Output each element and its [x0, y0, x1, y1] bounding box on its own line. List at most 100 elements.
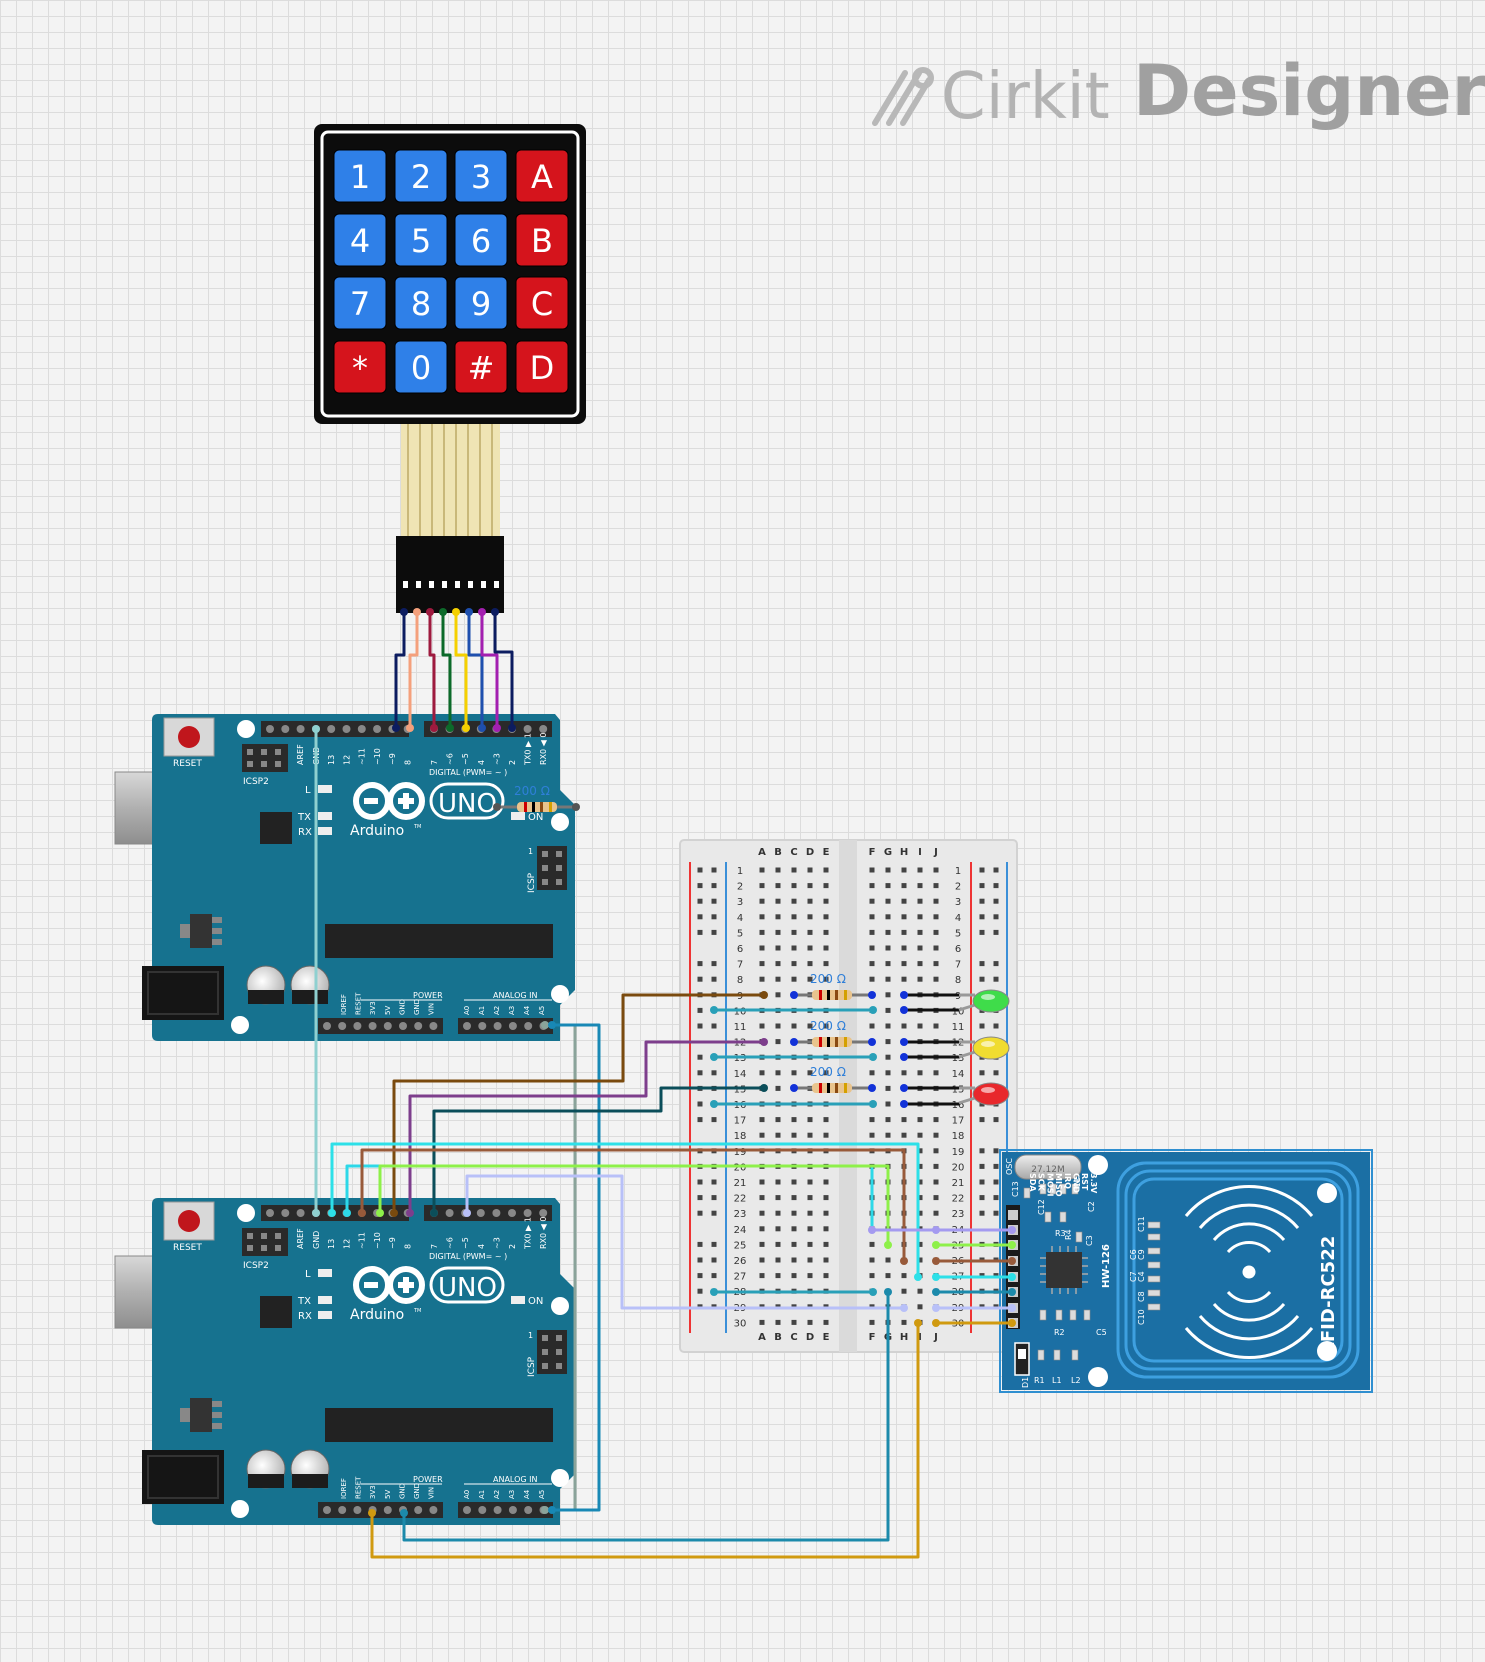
row-number-left: 10 — [734, 1006, 747, 1017]
keypad-key-label: # — [468, 349, 495, 387]
wire-endpoint — [900, 1257, 908, 1265]
keypad-key-label: 9 — [471, 285, 491, 323]
keypad-key-label: 7 — [350, 285, 370, 323]
column-label: D — [806, 1332, 814, 1343]
wire-endpoint — [900, 1006, 908, 1014]
column-label: H — [900, 1332, 908, 1343]
keypad-key-label: A — [531, 158, 553, 196]
power-pin — [414, 1022, 423, 1030]
brand-logo: Cirkit Designer — [872, 50, 1485, 134]
wire-endpoint — [446, 724, 454, 732]
pin-label-digital: 13 — [327, 755, 336, 765]
pin-label-power: 5V — [384, 1006, 392, 1015]
row-number-left: 1 — [737, 866, 743, 877]
pin-label-digital: 2 — [508, 760, 517, 765]
power-header — [318, 1502, 443, 1518]
wire-endpoint — [343, 1209, 351, 1217]
wire-endpoint — [368, 1509, 376, 1517]
icsp2-pin — [247, 761, 253, 767]
icsp-pin — [556, 1349, 562, 1355]
icsp-pin — [556, 1335, 562, 1341]
rfid-pin-label: MISO — [1054, 1173, 1063, 1197]
row-number-left: 5 — [737, 928, 743, 939]
digital-pin — [523, 1209, 532, 1217]
reset-label: RESET — [173, 759, 202, 769]
column-label: H — [900, 847, 908, 858]
keypad-key-label: 6 — [471, 222, 491, 260]
icsp2-pin — [261, 1233, 267, 1239]
led-highlight — [981, 1087, 995, 1093]
wire-endpoint — [430, 1209, 438, 1217]
icsp2-pin — [247, 749, 253, 755]
wire-endpoint — [462, 724, 470, 732]
rfid-label-c13: C13 — [1011, 1181, 1020, 1197]
wire-endpoint — [426, 608, 434, 616]
analog-pin — [524, 1506, 533, 1514]
pin-label-digital: 12 — [342, 755, 351, 765]
row-number-right: 6 — [955, 944, 961, 955]
pin-label-power: 3V3 — [369, 1001, 377, 1015]
arduino-brand-text: Arduino — [350, 823, 404, 839]
digital-header-2 — [424, 721, 552, 737]
power-label: POWER — [413, 1475, 443, 1484]
analog-pin — [524, 1022, 533, 1030]
icsp-label: ICSP — [527, 1356, 537, 1377]
keypad-key-label: 8 — [411, 285, 431, 323]
rfid-label-r4: R4 — [1064, 1229, 1073, 1240]
rfid-label-r2: R2 — [1054, 1328, 1065, 1337]
rfid-label-l1: L1 — [1052, 1376, 1062, 1385]
usb-chip — [260, 812, 292, 844]
wire-endpoint — [1008, 1257, 1016, 1265]
wire-endpoint — [400, 608, 408, 616]
pin-label-digital: ~3 — [492, 1237, 501, 1249]
icsp-header — [537, 846, 567, 890]
rfid-label-c9: C9 — [1137, 1249, 1146, 1260]
keypad-key-face — [333, 340, 387, 394]
analog-header — [458, 1502, 553, 1518]
mounting-hole — [551, 813, 569, 831]
arduino-infinity-icon — [353, 1266, 425, 1304]
pin-label-digital: 7 — [430, 760, 439, 765]
pin-label-analog: A5 — [538, 1006, 546, 1015]
pin-label-analog: A0 — [463, 1490, 471, 1499]
digital-pin — [508, 1209, 516, 1217]
led-body — [972, 1082, 1010, 1106]
rfid-label-c7: C7 — [1129, 1271, 1138, 1282]
reset-button-cap — [178, 726, 200, 748]
wire-endpoint — [900, 1304, 908, 1312]
cirkit-pen-icon — [872, 67, 934, 126]
row-number-left: 24 — [734, 1225, 747, 1236]
digital-pin — [476, 1209, 485, 1217]
wire-endpoint — [932, 1319, 940, 1327]
row-number-right: 11 — [952, 1022, 965, 1033]
row-number-left: 6 — [737, 944, 743, 955]
wire-endpoint — [493, 724, 501, 732]
digital-pin — [342, 725, 351, 733]
keypad-key-star: * — [333, 340, 387, 394]
column-label: B — [774, 1332, 782, 1343]
arduino-brand-text: Arduino — [350, 1307, 404, 1323]
on-label: ON — [528, 1296, 543, 1307]
pin-label-digital: ~6 — [446, 753, 455, 765]
keypad-key-9: 9 — [454, 276, 508, 330]
row-number-left: 22 — [734, 1194, 747, 1205]
keypad-key-face — [333, 276, 387, 330]
power-pin — [368, 1022, 377, 1030]
icsp-pin1-label: 1 — [528, 847, 533, 856]
resistor-small-label: 200 Ω — [514, 784, 550, 798]
pin-label-aref: AREF — [296, 1228, 305, 1249]
analog-pin — [463, 1022, 471, 1030]
voltage-regulator — [190, 914, 212, 948]
keypad-key-face — [515, 340, 569, 394]
led-l — [318, 1269, 332, 1277]
row-number-left: 23 — [734, 1209, 747, 1220]
led-body — [972, 1036, 1010, 1060]
pin-label-analog: A4 — [523, 1005, 531, 1015]
keypad-key-1: 1 — [333, 149, 387, 203]
rfid-label-d1: D1 — [1021, 1377, 1030, 1388]
keypad-key-face — [515, 213, 569, 267]
keypad-key-face — [333, 213, 387, 267]
arduino-board — [152, 714, 575, 1041]
rfid-label-c2: C2 — [1087, 1201, 1096, 1212]
